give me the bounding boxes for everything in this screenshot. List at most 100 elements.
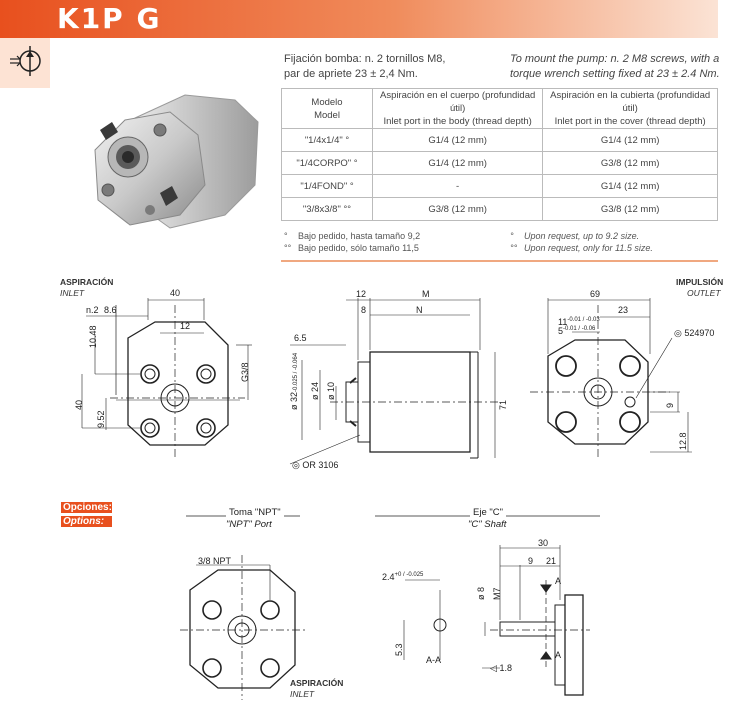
- dim-label: ø 8: [476, 586, 486, 600]
- dim-label: 12.8: [678, 432, 688, 450]
- section-divider: [281, 260, 718, 262]
- table-cell: G3/8 (12 mm): [371, 197, 544, 221]
- footnote-en: °° Upon request, only for 11.5 size.: [510, 242, 653, 254]
- table-cell: G3/8 (12 mm): [542, 151, 718, 175]
- outlet-label-es: IMPULSIÓN: [676, 277, 724, 287]
- dim-label: 71: [498, 399, 508, 410]
- npt-caption-en: "NPT" Port: [226, 519, 272, 530]
- dim-label: 69: [590, 289, 601, 299]
- pump-symbol-box: [0, 38, 50, 88]
- options-tag-es: Opciones:: [61, 502, 112, 513]
- table-cell: G1/4 (12 mm): [542, 174, 718, 198]
- pump-photo-body: [94, 94, 259, 229]
- dim-label: N: [416, 305, 423, 315]
- footnote-en: °Upon request, up to 9.2 size.: [510, 230, 653, 242]
- dim-label: 9: [665, 402, 675, 408]
- section-marker: A: [555, 576, 562, 586]
- dim-label: 11: [558, 317, 568, 327]
- dim-label: M7: [492, 587, 502, 600]
- fixing-text-en: To mount the pump: n. 2 M8 screws, with …: [510, 52, 720, 82]
- dim-label: ø 24: [310, 381, 320, 400]
- dim-label: M: [422, 289, 430, 299]
- dim-label: 2.4: [382, 572, 395, 582]
- table-header-cover-port: Aspiración en la cubierta (profundidad ú…: [542, 88, 718, 129]
- table-cell: "3/8x3/8" °°: [281, 197, 373, 221]
- table-cell: "1/4CORPO" °: [281, 151, 373, 175]
- table-cell: -: [371, 174, 544, 198]
- dim-tolerance: -0.01 / -0.03: [567, 317, 600, 323]
- header-text-en: Inlet port in the body (thread depth): [383, 116, 532, 127]
- table-header-row: Modelo Model Aspiración en el cuerpo (pr…: [281, 88, 718, 129]
- footnote-text: Upon request, only for 11.5 size.: [524, 243, 653, 253]
- header-text-es: Aspiración en la cubierta (profundidad ú…: [550, 90, 711, 114]
- table-cell: "1/4FOND" °: [281, 174, 373, 198]
- footnote-mark: °: [284, 231, 288, 241]
- arrow-left-icon: ◁: [490, 663, 497, 673]
- shaft-option-drawing: [375, 515, 600, 696]
- dim-label: 10.48: [88, 325, 98, 348]
- footnote-mark: °: [510, 231, 514, 241]
- dim-label: OR 3106: [302, 460, 339, 470]
- table-cell: G1/4 (12 mm): [542, 128, 718, 152]
- dim-label: 5.3: [394, 643, 404, 656]
- npt-option-drawing: [180, 515, 305, 700]
- footnote-mark: °°: [284, 243, 292, 253]
- header-text-es: Aspiración en el cuerpo (profundidad úti…: [380, 90, 536, 114]
- seal-ring-icon: ◎: [292, 460, 300, 470]
- dim-label: 40: [74, 399, 84, 410]
- dim-label: 21: [546, 556, 557, 566]
- footnote-text: Bajo pedido, sólo tamaño 11,5: [298, 243, 419, 253]
- dim-label: 9.52: [96, 410, 106, 428]
- side-view-drawing: [289, 298, 500, 465]
- table-cell: "1/4x1/4" °: [281, 128, 373, 152]
- npt-inlet-label-en: INLET: [290, 689, 315, 699]
- header-text-en: Model: [314, 109, 340, 121]
- dim-label: 524970: [684, 328, 715, 338]
- hydraulic-pump-symbol-icon: [10, 46, 41, 76]
- back-view-drawing: [530, 298, 692, 460]
- header-bar: [0, 0, 718, 38]
- footnote-es: °Bajo pedido, hasta tamaño 9,2: [284, 230, 420, 242]
- dim-label: n.2: [86, 305, 99, 315]
- dim-label: ø 10: [326, 381, 336, 400]
- page-title: K1P G: [57, 2, 162, 35]
- dim-label: 6.5: [294, 333, 307, 343]
- front-view-drawing: [81, 298, 252, 460]
- dim-label: 8: [361, 305, 367, 315]
- shaft-caption-es: Eje "C": [470, 507, 506, 518]
- header-text-en: Inlet port in the cover (thread depth): [554, 116, 706, 127]
- inlet-label-es: ASPIRACIÓN: [60, 277, 114, 287]
- dim-label-24: 2.4+0 / -0.025: [382, 572, 423, 582]
- section-marker: A: [555, 650, 562, 660]
- dim-tolerance: -0.01 / -0.06: [563, 326, 596, 332]
- table-header-body-port: Aspiración en el cuerpo (profundidad úti…: [371, 88, 544, 129]
- table-row: "1/4FOND" ° - G1/4 (12 mm): [281, 174, 718, 198]
- dim-label: 8.6: [104, 305, 117, 315]
- fixing-text-es: Fijación bomba: n. 2 tornillos M8, par d…: [284, 52, 445, 82]
- dim-label-18: ◁ 1.8: [490, 663, 512, 674]
- section-label: A-A: [426, 655, 442, 665]
- outlet-label-en: OUTLET: [687, 288, 721, 298]
- dim-label-5: 5-0.01 / -0.06: [558, 326, 595, 336]
- dim-label: G3/8: [240, 362, 250, 382]
- footnote-es: °° Bajo pedido, sólo tamaño 11,5: [284, 242, 420, 254]
- inlet-label-en: INLET: [60, 288, 85, 298]
- table-header-model: Modelo Model: [281, 88, 373, 129]
- dim-label: 12: [180, 321, 191, 331]
- shaft-caption-en: "C" Shaft: [468, 519, 507, 530]
- dim-label: 30: [538, 538, 549, 548]
- model-table: Modelo Model Aspiración en el cuerpo (pr…: [281, 88, 718, 221]
- table-cell: G3/8 (12 mm): [542, 197, 718, 221]
- fixing-en-line: torque wrench setting fixed at 23 ± 2.4 …: [510, 68, 720, 80]
- table-row: "1/4CORPO" ° G1/4 (12 mm) G3/8 (12 mm): [281, 151, 718, 175]
- dim-label: 1.8: [499, 663, 512, 673]
- dim-label: 40: [170, 288, 181, 298]
- dim-tolerance: +0 / -0.025: [394, 572, 424, 578]
- header-text-es: Modelo: [311, 96, 343, 108]
- footnotes-es: °Bajo pedido, hasta tamaño 9,2 °° Bajo pe…: [284, 230, 420, 254]
- footnote-mark: °°: [510, 243, 518, 253]
- dim-tolerance: -0.025 / -0.064: [293, 352, 299, 392]
- npt-thread-label: 3/8 NPT: [198, 556, 232, 566]
- dim-label: 12: [356, 289, 367, 299]
- table-cell: G1/4 (12 mm): [371, 128, 544, 152]
